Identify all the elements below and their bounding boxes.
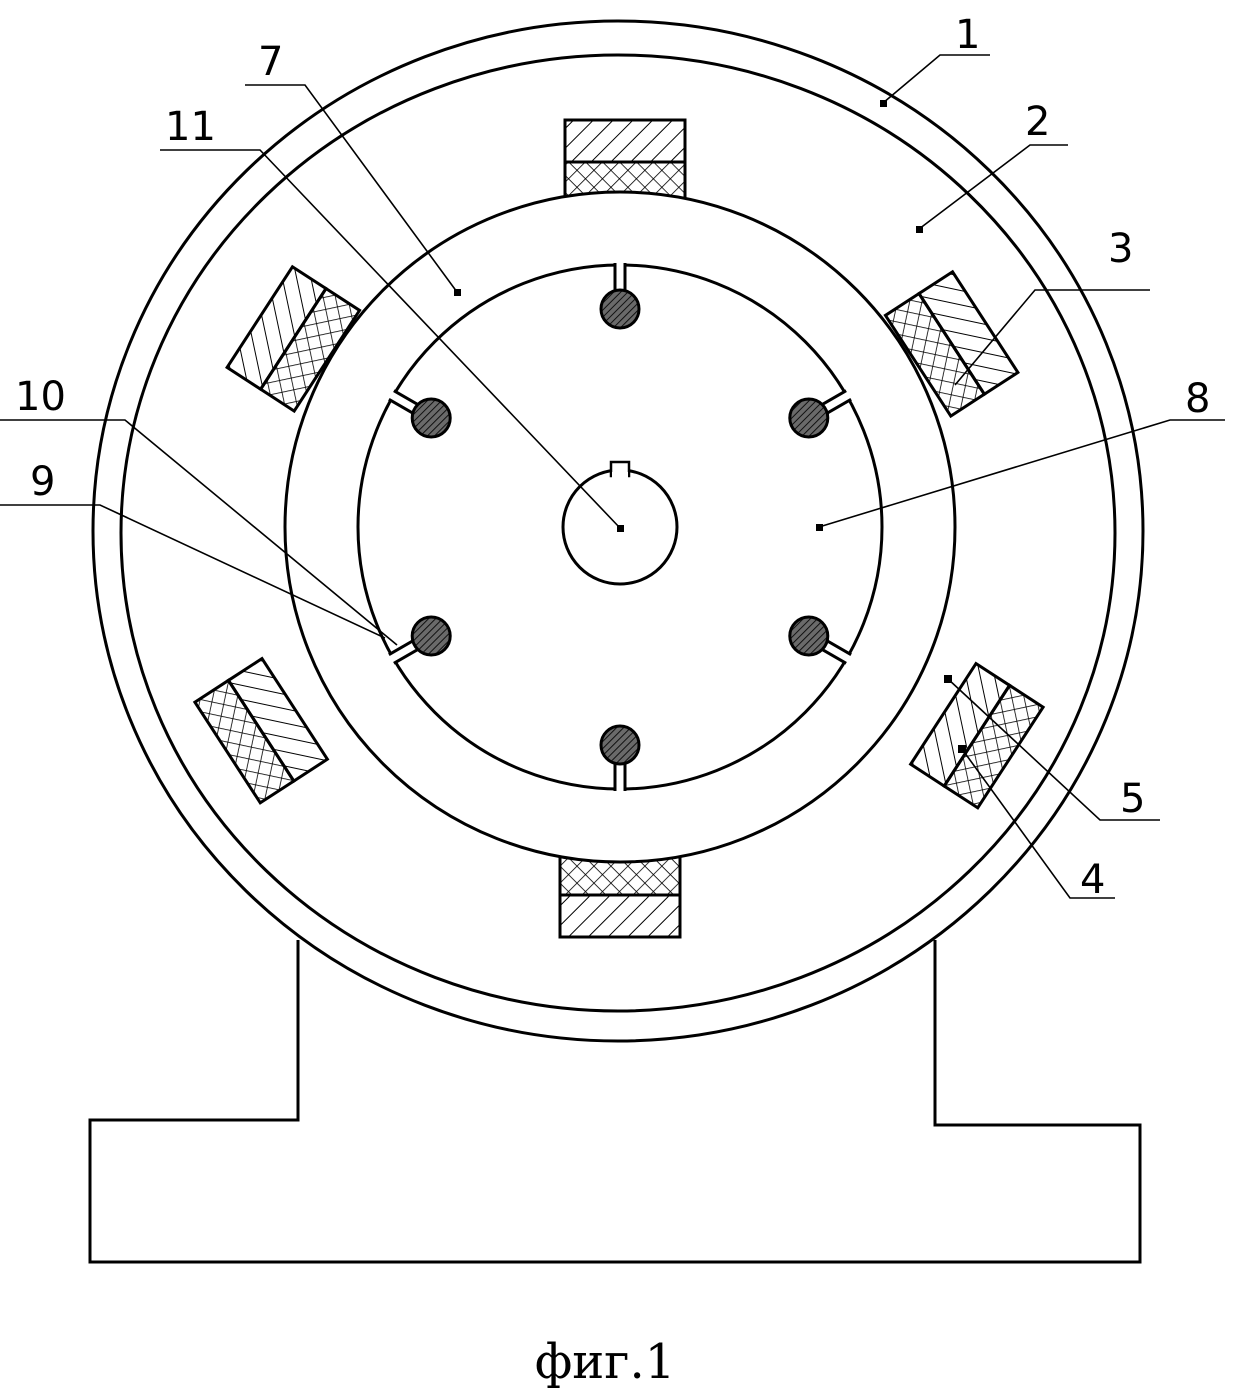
rotor-rod xyxy=(599,288,641,330)
label-9: 9 xyxy=(30,459,55,505)
rotor-rods xyxy=(387,261,853,793)
label-7: 7 xyxy=(258,39,283,85)
label-3: 3 xyxy=(1108,226,1133,272)
figure-caption: фиг.1 xyxy=(535,1334,676,1390)
pole-upper-right xyxy=(883,269,1020,419)
rotor-rod xyxy=(410,397,452,439)
leader-lines xyxy=(0,54,1225,899)
label-4: 4 xyxy=(1080,857,1105,903)
rotor-rod xyxy=(410,615,452,657)
motor-base xyxy=(88,940,1142,1264)
label-11: 11 xyxy=(165,104,216,150)
pole-lower-left xyxy=(192,656,330,805)
base-cover xyxy=(300,935,932,1005)
rotor-rod xyxy=(788,397,830,439)
label-8: 8 xyxy=(1185,376,1210,422)
label-2: 2 xyxy=(1025,99,1050,145)
label-5: 5 xyxy=(1120,776,1145,822)
housing-inner-stator-2 xyxy=(119,53,1117,1013)
label-1: 1 xyxy=(955,12,980,58)
pole-upper-left xyxy=(225,264,362,414)
housing-outer xyxy=(91,19,1145,1043)
rotor-rod xyxy=(788,615,830,657)
pole-bottom xyxy=(558,855,682,939)
label-10: 10 xyxy=(15,374,66,420)
rotor-rod xyxy=(599,724,641,766)
reference-labels: 1 2 3 4 5 7 8 9 10 11 xyxy=(15,12,1210,903)
pole-top xyxy=(563,118,687,202)
pole-lower-right xyxy=(908,661,1046,810)
